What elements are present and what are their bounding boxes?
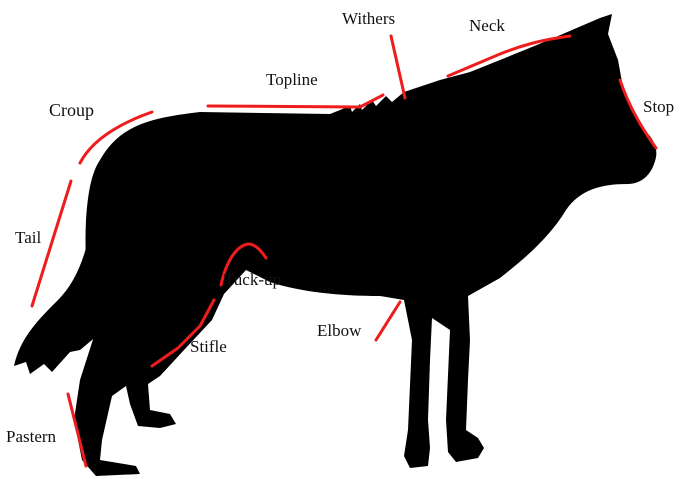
- croup-label: Croup: [49, 101, 94, 119]
- tail-label: Tail: [15, 229, 41, 246]
- elbow-marker: [376, 302, 400, 340]
- stop-label: Stop: [643, 98, 674, 115]
- elbow-label: Elbow: [317, 322, 361, 339]
- dog-body: [74, 14, 656, 476]
- withers-marker: [391, 36, 405, 98]
- tuck-up-label: Tuck-up: [224, 271, 281, 288]
- stifle-label: Stifle: [190, 338, 227, 355]
- dog-silhouette: [14, 14, 656, 476]
- topline-marker: [208, 95, 383, 107]
- pastern-label: Pastern: [6, 428, 56, 445]
- withers-label: Withers: [342, 10, 395, 27]
- neck-label: Neck: [469, 17, 505, 34]
- topline-label: Topline: [266, 71, 318, 88]
